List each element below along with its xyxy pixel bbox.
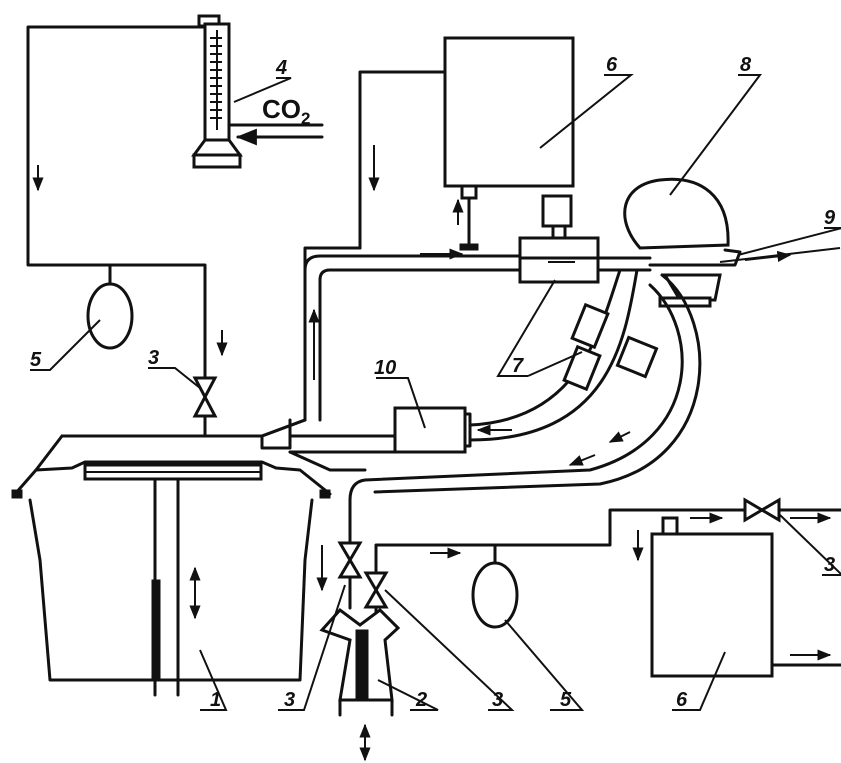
callout-3-bottom-left: 3 <box>284 689 295 711</box>
callout-10: 10 <box>374 357 396 379</box>
co2-inlet: CO2 <box>227 94 324 146</box>
co2-label-sub: 2 <box>301 109 310 128</box>
leader-lines <box>30 74 841 711</box>
outlet-line <box>374 508 841 567</box>
valve-top <box>192 376 218 438</box>
callout-5-left: 5 <box>30 349 42 371</box>
valve-right <box>743 497 781 523</box>
callout-7: 7 <box>512 355 524 377</box>
callout-8: 8 <box>740 54 752 76</box>
callout-6-bottom: 6 <box>676 689 688 711</box>
bottom-valve-pair <box>316 533 389 622</box>
analyzer-6-bottom <box>650 532 841 678</box>
co2-supply-line <box>26 25 228 387</box>
device-10 <box>260 406 472 472</box>
flowmeter-4 <box>191 14 243 169</box>
callout-1: 1 <box>210 689 221 711</box>
callout-3-bottom-mid: 3 <box>492 689 503 711</box>
callout-6-top: 6 <box>606 54 618 76</box>
callout-3-top: 3 <box>148 347 159 369</box>
pressure-gauge-left <box>86 282 134 350</box>
valve-unit-7 <box>518 194 652 284</box>
pressure-gauge-bottom <box>471 561 519 629</box>
pump-2 <box>319 607 401 762</box>
head-dummy-8 <box>623 177 841 308</box>
callout-3-right: 3 <box>824 554 835 576</box>
callout-5-bottom: 5 <box>560 689 572 711</box>
check-valves-7 <box>562 302 659 392</box>
callout-2: 2 <box>415 689 427 711</box>
flowmeter-scale <box>210 37 222 119</box>
co2-label: CO2 <box>262 94 310 128</box>
exhale-loop <box>348 268 702 537</box>
co2-label-main: CO <box>262 94 301 124</box>
callouts: 4 6 8 9 5 3 10 7 1 3 2 3 5 6 3 <box>30 54 836 711</box>
callout-4: 4 <box>275 57 287 79</box>
callout-9: 9 <box>824 207 836 229</box>
vessel-1 <box>11 246 362 697</box>
analyzer-6-top <box>358 36 575 251</box>
breathing-line <box>303 248 522 422</box>
